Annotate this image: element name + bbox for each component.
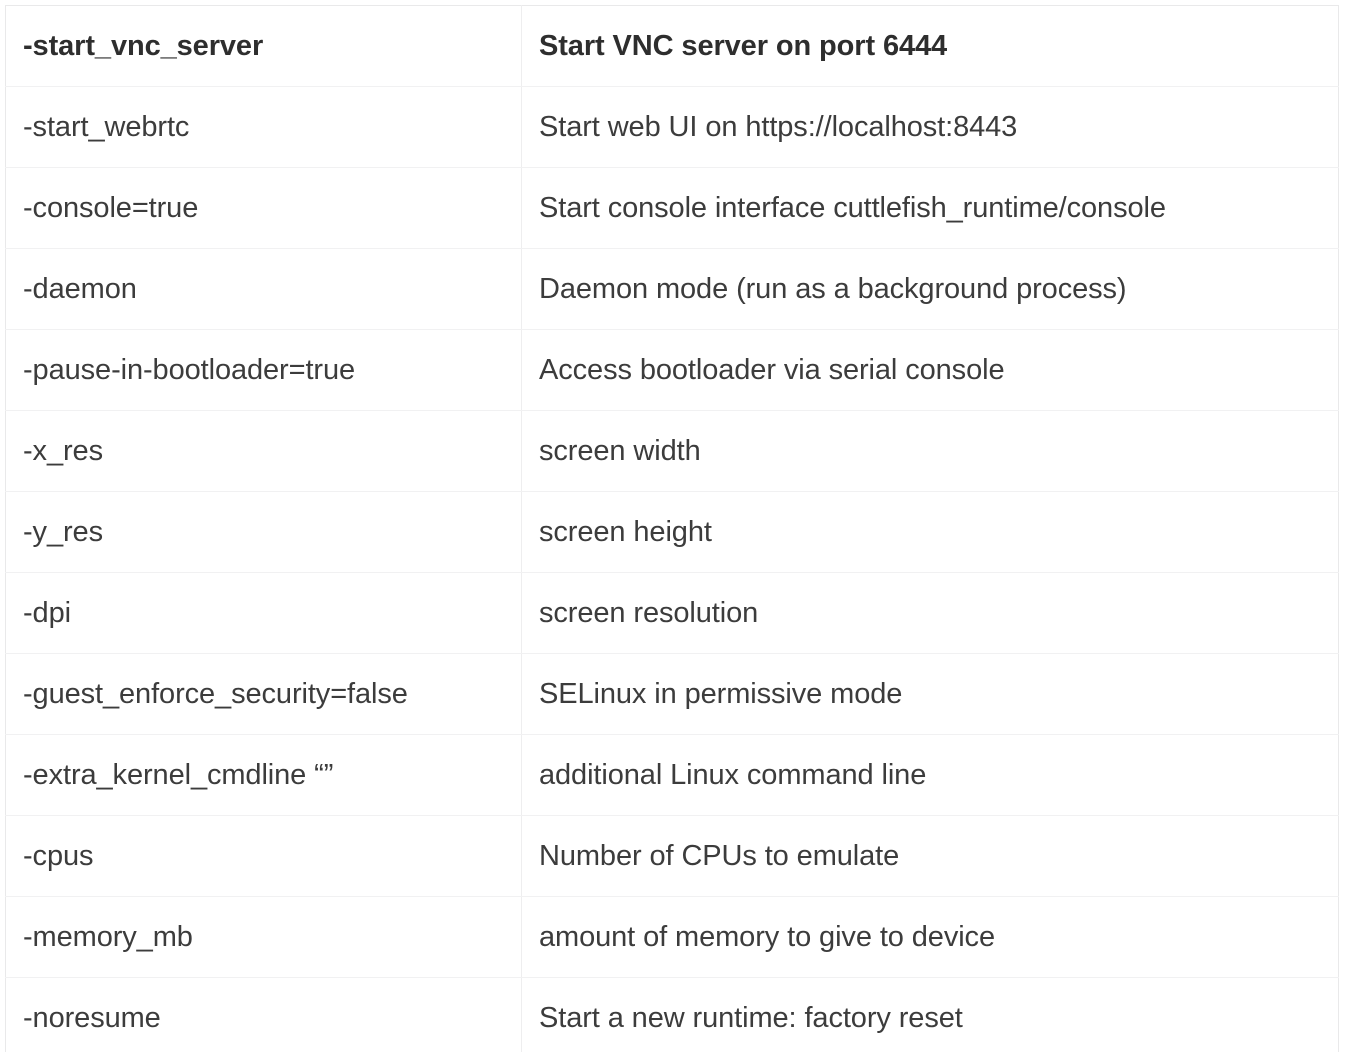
cell-flag: -console=true (5, 167, 522, 249)
cell-description: screen resolution (521, 572, 1339, 654)
header-cell-flag: -start_vnc_server (5, 5, 522, 87)
cell-description: SELinux in permissive mode (521, 653, 1339, 735)
cell-description: additional Linux command line (521, 734, 1339, 816)
cell-description: Start web UI on https://localhost:8443 (521, 86, 1339, 168)
header-cell-description: Start VNC server on port 6444 (521, 5, 1339, 87)
cell-description: Start a new runtime: factory reset (539, 1001, 963, 1034)
cell-description: screen height (521, 491, 1339, 573)
cell-flag: -noresume (5, 977, 522, 1052)
table-row: -guest_enforce_security=false SELinux in… (5, 653, 1339, 735)
cell-flag: -daemon (5, 248, 522, 330)
cell-description: Number of CPUs to emulate (521, 815, 1339, 897)
cell-flag: -cpus (5, 815, 522, 897)
cell-flag: -extra_kernel_cmdline “” (5, 734, 522, 816)
table-row: -start_webrtc Start web UI on https://lo… (5, 86, 1339, 168)
cell-flag: -pause-in-bootloader=true (5, 329, 522, 411)
cell-description: Daemon mode (run as a background process… (521, 248, 1339, 330)
cell-flag: -memory_mb (5, 896, 522, 978)
table-row: -noresume Start a new runtime: factory r… (5, 977, 1339, 1052)
cell-description: amount of memory to give to device (521, 896, 1339, 978)
table-body: -start_vnc_server Start VNC server on po… (5, 5, 1339, 1052)
table-row: -pause-in-bootloader=true Access bootloa… (5, 329, 1339, 411)
cell-flag: -x_res (5, 410, 522, 492)
cell-flag: -dpi (5, 572, 522, 654)
cell-flag: -y_res (5, 491, 522, 573)
cell-description: Start console interface cuttlefish_runti… (521, 167, 1339, 249)
cell-flag: -start_webrtc (5, 86, 522, 168)
table-row: -y_res screen height (5, 491, 1339, 573)
table-row: -extra_kernel_cmdline “” additional Linu… (5, 734, 1339, 816)
table-row: -console=true Start console interface cu… (5, 167, 1339, 249)
table-header-row: -start_vnc_server Start VNC server on po… (5, 5, 1339, 87)
cell-description: screen width (521, 410, 1339, 492)
table-row: -dpi screen resolution (5, 572, 1339, 654)
cell-flag: -guest_enforce_security=false (5, 653, 522, 735)
table-row: -daemon Daemon mode (run as a background… (5, 248, 1339, 330)
cell-description: Access bootloader via serial console (521, 329, 1339, 411)
table-row: -memory_mb amount of memory to give to d… (5, 896, 1339, 978)
cuttlefish-flags-table: -start_vnc_server Start VNC server on po… (5, 5, 1339, 1052)
table-row: -cpus Number of CPUs to emulate (5, 815, 1339, 897)
table-row: -x_res screen width (5, 410, 1339, 492)
